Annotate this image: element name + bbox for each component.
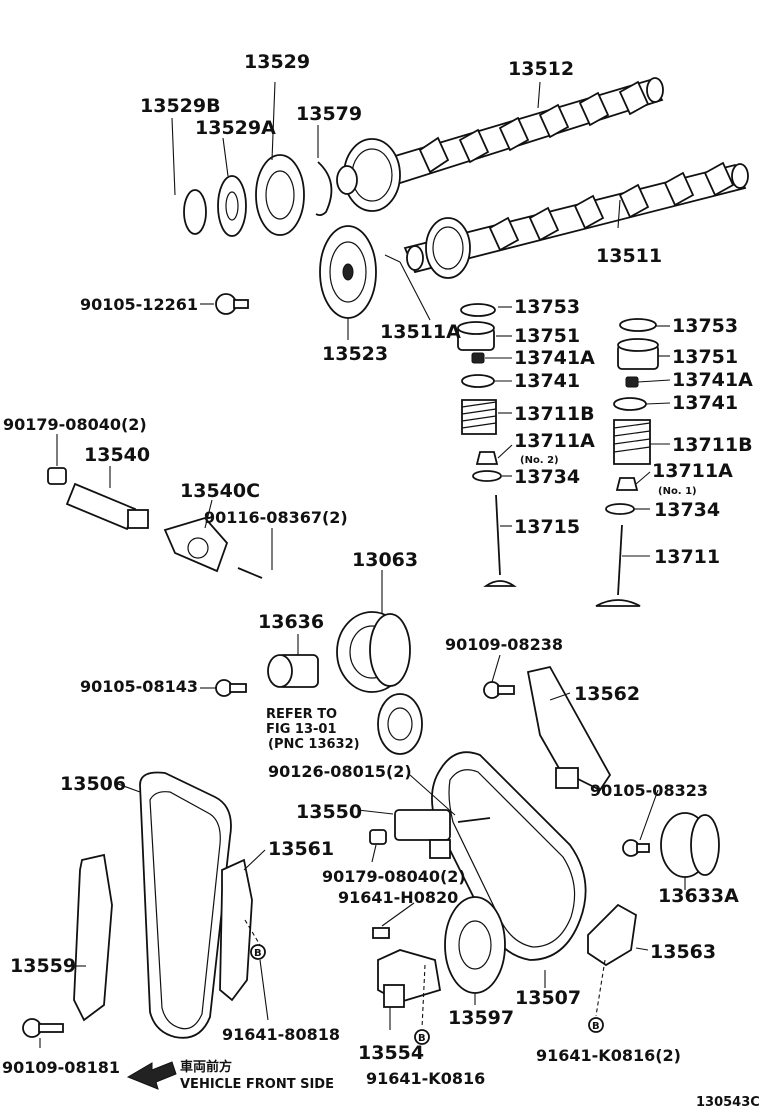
note-b-3-letter: B — [592, 1021, 600, 1032]
label-13636: 13636 — [258, 611, 324, 633]
plate-13529A — [217, 175, 247, 237]
label-13741b: 13741 — [672, 392, 738, 414]
label-13579: 13579 — [296, 103, 362, 125]
label-91641-80818: 91641-80818 — [222, 1025, 340, 1044]
label-13751a: 13751 — [514, 325, 580, 347]
label-refer-3: (PNC 13632) — [268, 737, 360, 752]
label-13506: 13506 — [60, 773, 126, 795]
tensioner-13550 — [394, 809, 451, 859]
label-no2: (No. 2) — [520, 455, 559, 466]
chain-tensioner-13554 — [377, 949, 442, 1008]
sprocket-13633A — [660, 812, 720, 878]
ring-13579 — [315, 161, 333, 217]
gear-ref-13632 — [377, 693, 423, 755]
label-90116-08367: 90116-08367(2) — [204, 508, 348, 527]
label-13561: 13561 — [268, 838, 334, 860]
valve-train-b — [595, 318, 659, 607]
label-90105-08143: 90105-08143 — [80, 677, 198, 696]
bolt-90105-08323 — [622, 839, 650, 857]
label-13529A: 13529A — [195, 117, 276, 139]
bolt-90109-08238 — [483, 681, 515, 699]
label-13507: 13507 — [515, 987, 581, 1009]
label-13753a: 13753 — [514, 296, 580, 318]
label-no1: (No. 1) — [658, 486, 697, 497]
label-13597: 13597 — [448, 1007, 514, 1029]
part-13636 — [267, 654, 319, 688]
label-13734b: 13734 — [654, 499, 720, 521]
label-91641-H0820: 91641-H0820 — [338, 888, 458, 907]
label-13633A: 13633A — [658, 885, 739, 907]
label-90105-08323: 90105-08323 — [590, 781, 708, 800]
figure-id: 130543C — [696, 1095, 760, 1110]
label-13529B: 13529B — [140, 95, 221, 117]
label-13523: 13523 — [322, 343, 388, 365]
sprocket-13529 — [255, 154, 305, 236]
label-91641-K0816b: 91641-K0816(2) — [536, 1046, 681, 1065]
stud-90116-08367 — [237, 567, 263, 579]
label-90126-08015: 90126-08015(2) — [268, 762, 412, 781]
label-13540C: 13540C — [180, 480, 260, 502]
label-13562: 13562 — [574, 683, 640, 705]
label-13753b: 13753 — [672, 315, 738, 337]
label-13715: 13715 — [514, 516, 580, 538]
sprocket-13523 — [319, 225, 377, 319]
label-13711Bb: 13711B — [672, 434, 753, 456]
valve-train-a — [457, 303, 517, 587]
pin-13511A — [384, 254, 401, 263]
chain-13506 — [139, 771, 232, 1039]
front-arrow — [126, 1061, 177, 1090]
oil-control-valve-13540 — [47, 467, 149, 531]
note-b-1 — [250, 944, 266, 960]
label-13711Ab: 13711A — [652, 460, 733, 482]
label-front-jp: 車両前方 — [180, 1059, 232, 1075]
label-front-en: VEHICLE FRONT SIDE — [180, 1077, 334, 1092]
label-13711Aa: 13711A — [514, 430, 595, 452]
label-13529: 13529 — [244, 51, 310, 73]
label-13550: 13550 — [296, 801, 362, 823]
chain-guide-13562 — [526, 665, 612, 792]
label-13734a: 13734 — [514, 466, 580, 488]
bolt-91641-H0820 — [372, 927, 390, 939]
label-13540: 13540 — [84, 444, 150, 466]
label-refer-2: FIG 13-01 — [266, 722, 337, 737]
label-13511: 13511 — [596, 245, 662, 267]
tensioner-slipper-13561 — [219, 858, 253, 1002]
bolt-90105-12261 — [215, 293, 249, 315]
label-13511A: 13511A — [380, 321, 461, 343]
label-90179-08040a: 90179-08040(2) — [3, 415, 147, 434]
label-13512: 13512 — [508, 58, 574, 80]
label-90109-08238: 90109-08238 — [445, 635, 563, 654]
chain-guide-13563 — [587, 903, 637, 967]
bolt-90109-08181 — [22, 1018, 64, 1038]
label-13751b: 13751 — [672, 346, 738, 368]
label-refer-1: REFER TO — [266, 707, 337, 722]
camshaft-13511 — [403, 161, 749, 279]
label-13741a: 13741 — [514, 370, 580, 392]
sprocket-13597 — [444, 896, 506, 994]
snap-ring-13529B — [183, 189, 207, 235]
note-b-2 — [414, 1029, 430, 1045]
label-90105-12261: 90105-12261 — [80, 295, 198, 314]
note-b-1-letter: B — [254, 948, 262, 959]
label-13741Ab: 13741A — [672, 369, 753, 391]
note-b-2-letter: B — [418, 1033, 426, 1044]
label-13554: 13554 — [358, 1042, 424, 1064]
label-90109-08181: 90109-08181 — [2, 1058, 120, 1077]
bolt-90105-08143 — [215, 679, 247, 697]
label-13711Ba: 13711B — [514, 403, 595, 425]
camshaft-13512 — [336, 77, 664, 212]
note-b-3 — [588, 1017, 604, 1033]
label-90179-08040b: 90179-08040(2) — [322, 867, 466, 886]
label-13741Aa: 13741A — [514, 347, 595, 369]
washer-90179-08040b — [369, 829, 387, 845]
label-13063: 13063 — [352, 549, 418, 571]
chain-guide-13559 — [73, 853, 113, 1022]
label-13711: 13711 — [654, 546, 720, 568]
gasket-13540C — [163, 516, 229, 573]
gear-13063 — [336, 611, 411, 693]
label-13559: 13559 — [10, 955, 76, 977]
label-91641-K0816a: 91641-K0816 — [366, 1069, 485, 1088]
label-13563: 13563 — [650, 941, 716, 963]
